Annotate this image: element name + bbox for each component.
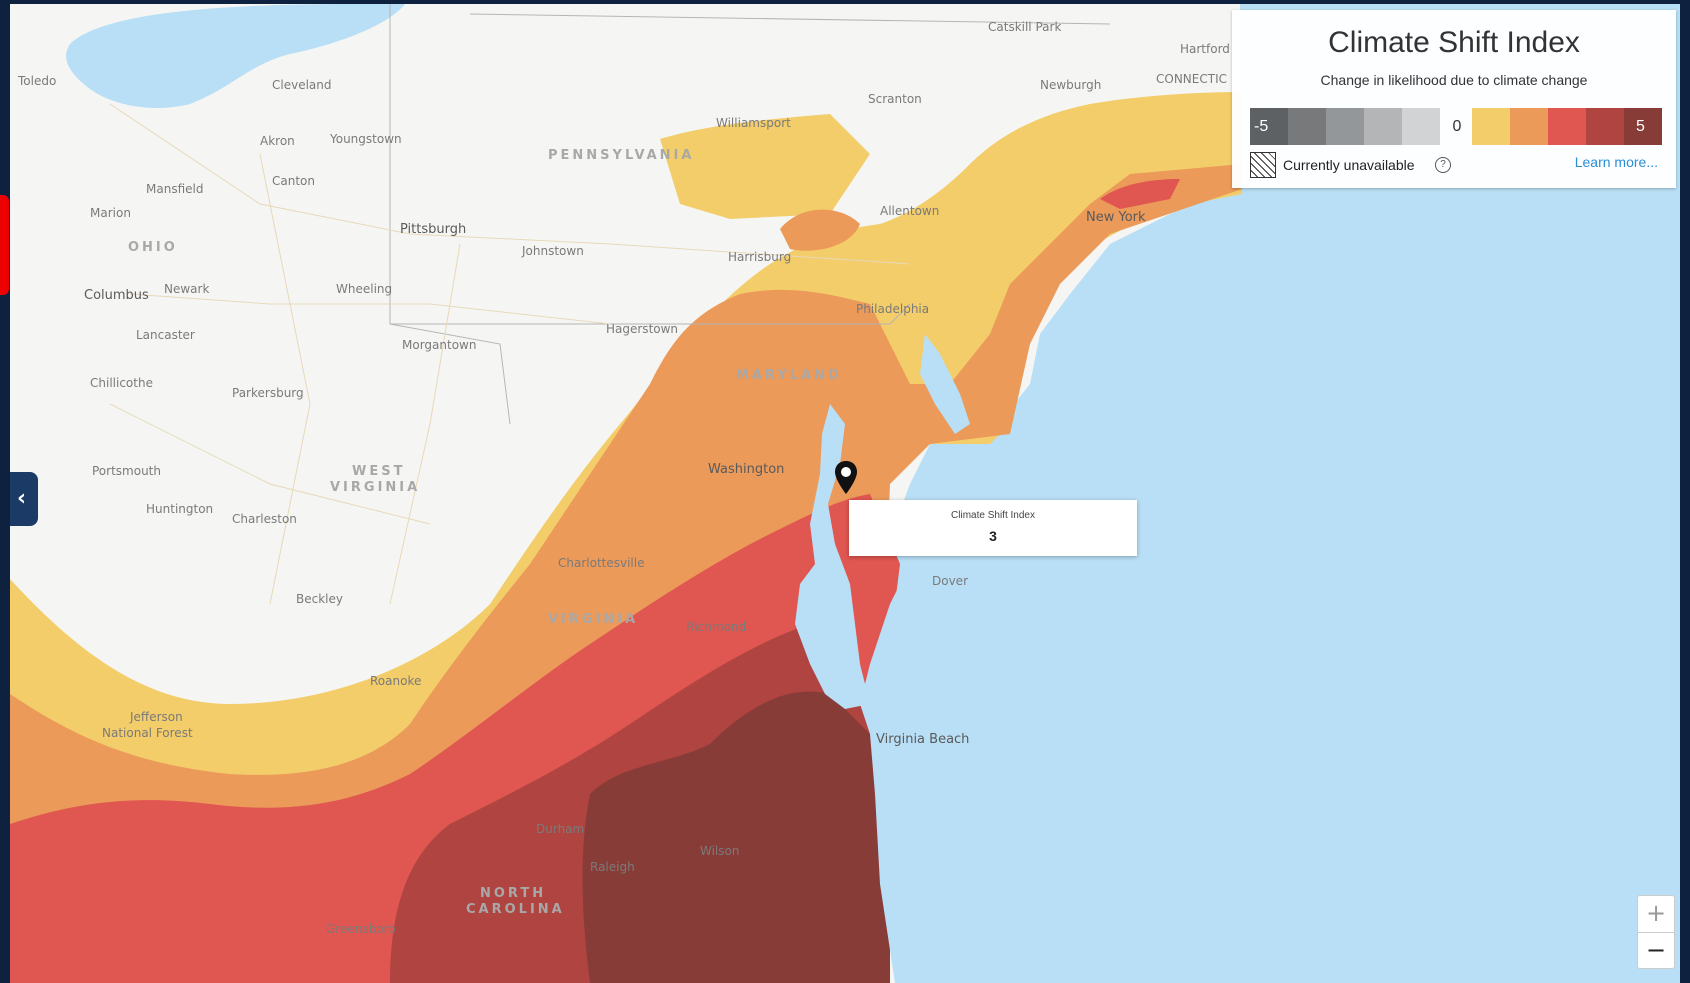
label-charlottesville: Charlottesville xyxy=(558,556,645,570)
popup-value: 3 xyxy=(989,528,997,544)
label-scranton: Scranton xyxy=(868,92,922,106)
label-beckley: Beckley xyxy=(296,592,343,606)
label-chillicothe: Chillicothe xyxy=(90,376,153,390)
chesapeake-bay xyxy=(795,404,870,709)
label-harrisburg: Harrisburg xyxy=(728,250,792,264)
zoom-control: + − xyxy=(1637,895,1675,969)
label-north: NORTH xyxy=(480,886,547,901)
map-pin-icon[interactable] xyxy=(833,460,859,496)
label-mansfield: Mansfield xyxy=(146,182,204,196)
csi-band-2b xyxy=(780,209,860,251)
label-richmond: Richmond xyxy=(686,620,747,634)
swatch-pos-1 xyxy=(1472,108,1510,145)
swatch-pos-3 xyxy=(1548,108,1586,145)
label-toledo: Toledo xyxy=(18,74,57,88)
learn-more-link[interactable]: Learn more... xyxy=(1574,154,1658,170)
swatch-pos-4 xyxy=(1586,108,1624,145)
legend-subtitle: Change in likelihood due to climate chan… xyxy=(1320,72,1588,88)
lake-erie xyxy=(66,4,405,109)
scale-zero-label: 0 xyxy=(1452,118,1462,135)
label-wilson: Wilson xyxy=(700,844,740,858)
zoom-in-button[interactable]: + xyxy=(1645,899,1667,927)
label-portsmouth: Portsmouth xyxy=(92,464,161,478)
legend-title: Climate Shift Index xyxy=(1328,26,1580,59)
label-pittsburgh: Pittsburgh xyxy=(400,222,467,237)
label-newburgh: Newburgh xyxy=(1040,78,1102,92)
delaware-bay xyxy=(920,334,970,434)
swatch-neg-3 xyxy=(1326,108,1364,145)
map-layers xyxy=(10,4,1680,983)
unavailable-hatch-icon xyxy=(1250,152,1276,178)
label-virginiabeach: Virginia Beach xyxy=(876,732,970,747)
label-maryland: MARYLAND xyxy=(736,368,842,383)
label-catskill: Catskill Park xyxy=(988,20,1062,34)
label-hartford: Hartford xyxy=(1180,42,1230,56)
swatch-pos-5 xyxy=(1624,108,1662,145)
state-borders xyxy=(389,4,1111,425)
label-canton: Canton xyxy=(272,174,315,188)
label-williamsport: Williamsport xyxy=(716,116,791,130)
csi-band-2 xyxy=(10,164,1242,983)
label-philadelphia: Philadelphia xyxy=(856,302,930,316)
label-allentown: Allentown xyxy=(880,204,940,218)
label-marion: Marion xyxy=(90,206,131,220)
label-parkersburg: Parkersburg xyxy=(232,386,304,400)
label-hagerstown: Hagerstown xyxy=(606,322,679,336)
red-side-tab[interactable] xyxy=(0,195,9,295)
help-icon[interactable]: ? xyxy=(1435,157,1451,173)
label-lancaster: Lancaster xyxy=(136,328,195,342)
roads xyxy=(109,103,911,605)
swatch-neg-2 xyxy=(1364,108,1402,145)
swatch-neg-4 xyxy=(1288,108,1326,145)
zoom-out-button[interactable]: − xyxy=(1638,932,1674,969)
sidebar-toggle-button[interactable]: ‹ xyxy=(10,472,38,526)
label-virginia-wv: VIRGINIA xyxy=(330,480,421,495)
legend-panel: Climate Shift Index Change in likelihood… xyxy=(1232,10,1676,188)
label-dover: Dover xyxy=(932,574,968,588)
unavailable-label: Currently unavailable xyxy=(1283,157,1415,173)
label-raleigh: Raleigh xyxy=(590,860,635,874)
scale-min-label: -5 xyxy=(1254,118,1269,135)
label-pennsylvania: PENNSYLVANIA xyxy=(548,148,695,163)
label-greensboro: Greensboro xyxy=(326,922,396,936)
swatch-neg-1 xyxy=(1402,108,1440,145)
label-jefferson-nf: National Forest xyxy=(102,726,193,740)
label-connecticut: CONNECTIC xyxy=(1156,72,1227,86)
label-akron: Akron xyxy=(260,134,295,148)
chevron-left-icon: ‹ xyxy=(17,486,27,511)
label-youngstown: Youngstown xyxy=(330,132,402,146)
label-columbus: Columbus xyxy=(84,288,149,303)
label-morgantown: Morgantown xyxy=(402,338,477,352)
label-newyork: New York xyxy=(1086,210,1146,225)
label-charleston: Charleston xyxy=(232,512,297,526)
swatch-neg-5 xyxy=(1250,108,1288,145)
label-roanoke: Roanoke xyxy=(370,674,422,688)
label-johnstown: Johnstown xyxy=(522,244,584,258)
label-huntington: Huntington xyxy=(146,502,214,516)
label-west: WEST xyxy=(352,464,406,479)
scale-max-label: 5 xyxy=(1636,118,1645,135)
csi-popup: Climate Shift Index 3 xyxy=(849,500,1137,556)
swatch-pos-2 xyxy=(1510,108,1548,145)
label-virginia: VIRGINIA xyxy=(548,612,639,627)
label-durham: Durham xyxy=(536,822,585,836)
csi-band-3b xyxy=(1100,179,1180,209)
label-carolina: CAROLINA xyxy=(466,902,565,917)
label-ohio: OHIO xyxy=(128,240,178,255)
coast-mask xyxy=(860,194,1680,983)
label-newark: Newark xyxy=(164,282,210,296)
csi-band-1b xyxy=(660,114,870,219)
label-cleveland: Cleveland xyxy=(272,78,332,92)
label-jefferson: Jefferson xyxy=(130,710,183,724)
csi-band-5 xyxy=(582,691,890,983)
label-wheeling: Wheeling xyxy=(336,282,393,296)
popup-label: Climate Shift Index xyxy=(951,510,1035,521)
label-washington: Washington xyxy=(708,462,785,477)
